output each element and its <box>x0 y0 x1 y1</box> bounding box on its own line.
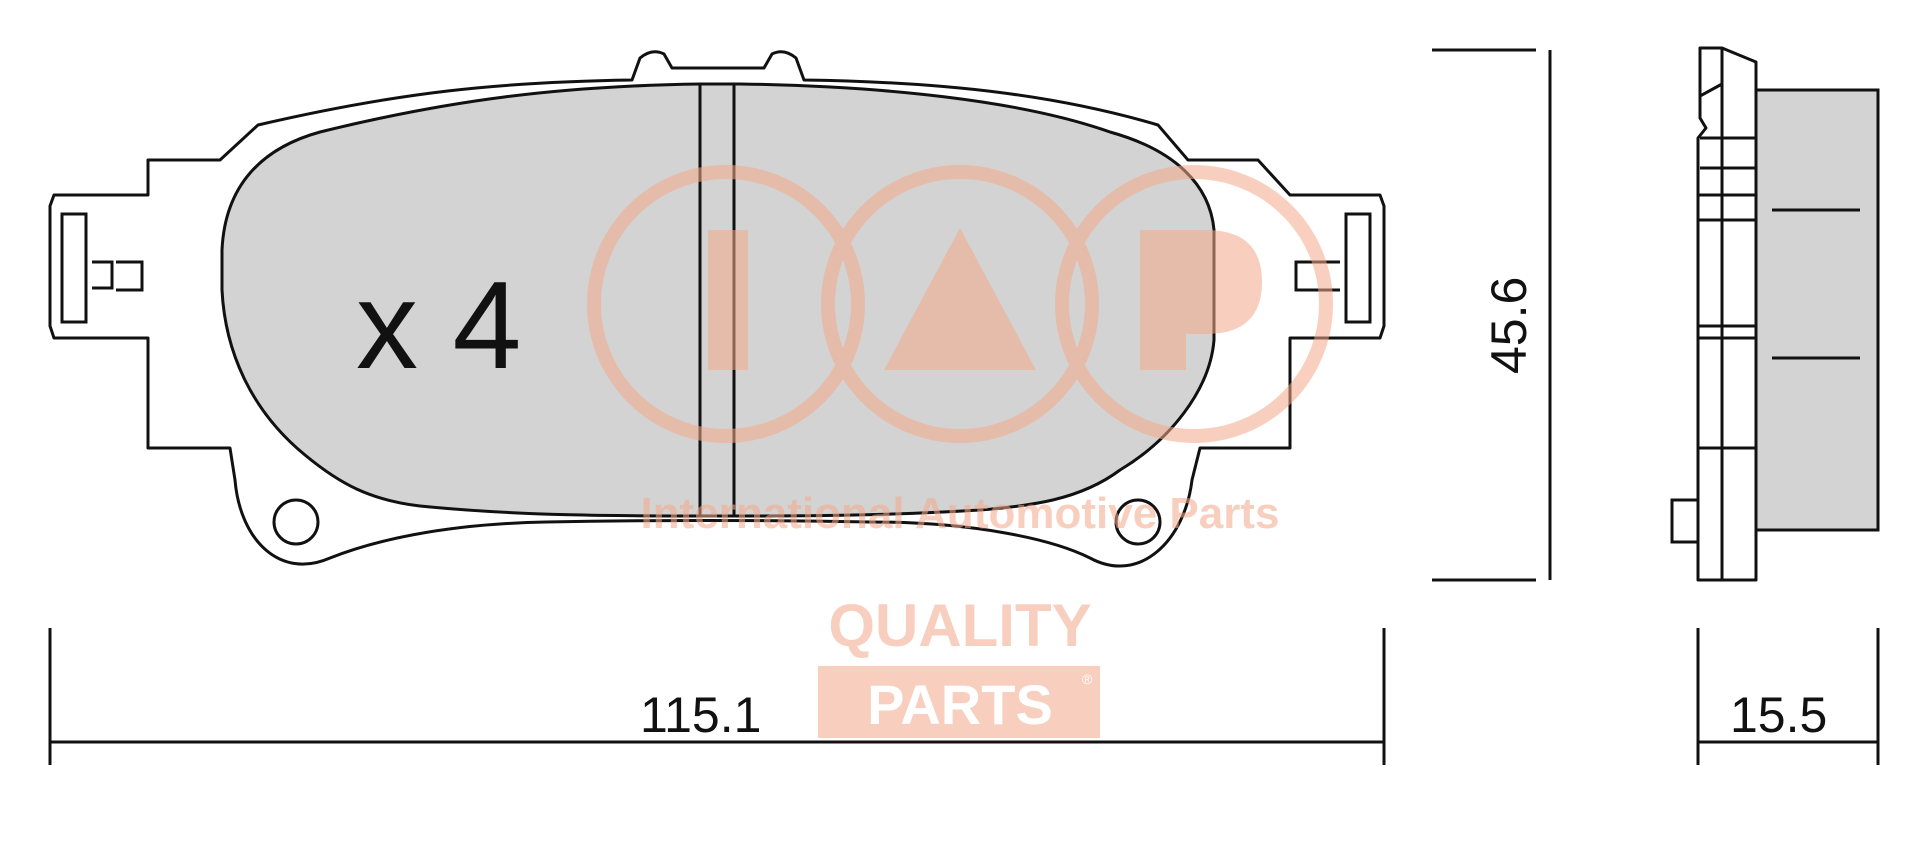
quality-label: QUALITY <box>828 592 1091 659</box>
parts-label: PARTS <box>867 673 1053 736</box>
width-dimension: 115.1 <box>48 628 1386 765</box>
height-dimension: 45.6 <box>1432 48 1552 582</box>
left-mounting-hole <box>272 498 320 546</box>
left-clip-tab <box>92 260 114 290</box>
logo-letter-a <box>884 228 1036 370</box>
thickness-label: 15.5 <box>1730 687 1827 743</box>
logo-letter-i <box>708 230 748 370</box>
logo-ring-left <box>587 165 865 443</box>
side-clip-pin <box>1670 498 1700 544</box>
height-label: 45.6 <box>1481 277 1537 374</box>
side-backing-plate <box>1696 46 1758 582</box>
side-view <box>1670 46 1880 582</box>
left-clip-tab-2 <box>116 260 144 292</box>
width-label: 115.1 <box>640 687 761 743</box>
quantity-label: x 4 <box>356 257 521 395</box>
right-clip-slot <box>1344 212 1372 324</box>
logo-ring-middle <box>821 165 1099 443</box>
side-plate-edge <box>1698 82 1723 118</box>
registered-mark: ® <box>1082 671 1093 687</box>
left-clip-slot <box>60 212 88 324</box>
logo-letter-p <box>1140 230 1262 370</box>
iap-watermark-logo: International Automotive Parts QUALITY P… <box>587 165 1333 738</box>
logo-tagline: International Automotive Parts <box>641 489 1280 538</box>
right-mounting-hole <box>1114 498 1162 546</box>
logo-ring-right <box>1055 165 1333 443</box>
side-friction-pad <box>1754 88 1880 532</box>
thickness-dimension: 15.5 <box>1696 628 1880 765</box>
parts-label-box <box>818 666 1100 738</box>
